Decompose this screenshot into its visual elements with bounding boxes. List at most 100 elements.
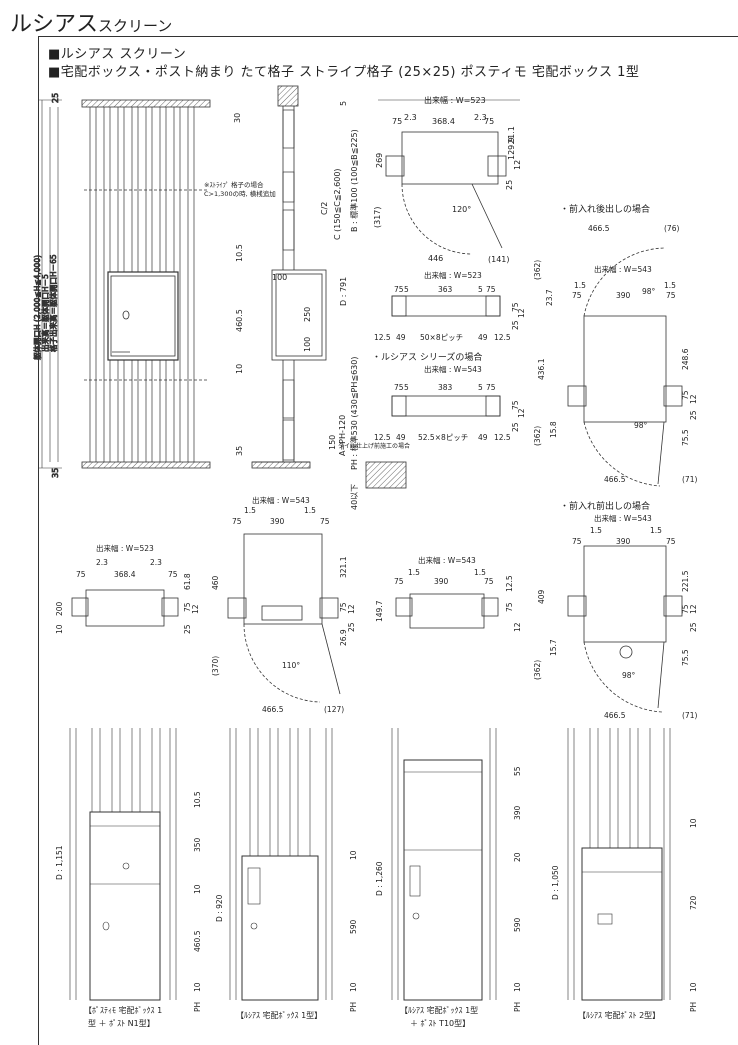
- plan-1-dims: 出来幅 : W=523 2.3 368.4 2.3 75 75 269 (317…: [373, 95, 522, 264]
- bottom-dims: D : 1,151 10.5 350 10 460.5 10 PH D : 92…: [55, 766, 698, 1012]
- sec-d10: 10: [235, 364, 244, 374]
- back-w2: 466.5: [604, 475, 626, 484]
- p3-b: 5: [404, 383, 409, 392]
- p1-c: 2.3: [474, 113, 487, 122]
- p2-w: 出来幅 : W=523: [424, 270, 482, 280]
- front-d409: 409: [537, 589, 546, 604]
- back-d71: (71): [682, 475, 697, 484]
- front-a: 1.5: [590, 526, 602, 535]
- p2-c: 363: [438, 285, 453, 294]
- back-d362b: (362): [533, 426, 542, 446]
- p4-c: 2.3: [150, 558, 162, 567]
- e1-v5: 10: [193, 982, 202, 992]
- e3-v5: 10: [513, 982, 522, 992]
- main-dim-v2: 出来高＝躯体開口H－5: [40, 274, 50, 352]
- back-d237: 23.7: [545, 289, 554, 306]
- e4-d: D : 1,050: [551, 865, 560, 900]
- p2-m: 75: [511, 302, 520, 312]
- p3-i: 49: [478, 433, 488, 442]
- sec-ph: PH : 標準530 (430≦PH≦630): [349, 357, 359, 470]
- front-d2215: 221.5: [681, 570, 690, 592]
- sec-d250: 250: [303, 307, 312, 322]
- p4-r75: 75: [168, 570, 178, 579]
- front-d12: 12: [689, 604, 698, 614]
- plan-4-dims: 出来幅 : W=523 2.3 368.4 2.3 75 75 61.8 200…: [55, 543, 200, 634]
- title-sub: スクリーン: [98, 17, 173, 35]
- main-elevation-dims: [38, 99, 62, 469]
- sec-d105: 10.5: [235, 244, 244, 262]
- back-w: 出来幅 : W=543: [594, 264, 652, 274]
- e4-ph: PH: [689, 1002, 698, 1012]
- p5-d460: 460: [211, 575, 220, 590]
- sec-dd: D : 791: [339, 277, 348, 306]
- e4-v3: 10: [689, 982, 698, 992]
- p2-j: 12.5: [494, 333, 511, 342]
- p3-k: 25: [511, 422, 520, 432]
- title-main: ルシアス: [10, 12, 99, 37]
- front-label: ・前入れ前出しの場合: [560, 500, 650, 512]
- sec-d4605: 460.5: [235, 309, 244, 332]
- p5-d269: 26.9: [339, 629, 348, 646]
- back-d25: 25: [689, 410, 698, 420]
- plan-3: [391, 395, 501, 417]
- p3-c: 383: [438, 383, 453, 392]
- back-d158: 15.8: [549, 421, 558, 438]
- p5-d12: 12: [347, 604, 356, 614]
- p4-a: 2.3: [96, 558, 108, 567]
- front-d75b: 75: [666, 537, 676, 546]
- p6-w: 出来幅 : W=543: [418, 555, 476, 565]
- p3-f: 12.5: [374, 433, 391, 442]
- sec-d150: 150: [328, 435, 337, 450]
- back-d2486: 248.6: [681, 348, 690, 370]
- front-d75: 75: [681, 604, 690, 614]
- e2-v1: 10: [349, 850, 358, 860]
- p1-d141: (141): [488, 255, 510, 264]
- plan-5: [227, 533, 341, 703]
- plan-6-dims: 出来幅 : W=543 1.5 390 1.5 75 75 149.7 12.5…: [375, 555, 522, 632]
- p1-r75: 75: [484, 117, 494, 126]
- main-dim-v1: 躯体開口H (2,000≦H≦4,000): [32, 255, 42, 360]
- p1-w446: 446: [428, 254, 443, 263]
- front-d25: 25: [689, 622, 698, 632]
- sec-tile: タイル仕上げ前施工の場合: [338, 442, 410, 450]
- sec-d100a: 100: [272, 273, 287, 282]
- p3-label: ・ルシアス シリーズの場合: [372, 351, 482, 363]
- p5-d127: (127): [324, 705, 344, 714]
- main-dim-bottom: 35: [51, 468, 60, 478]
- p5-d321: 321.1: [339, 556, 348, 578]
- p3-w: 出来幅 : W=543: [424, 364, 482, 374]
- p4-l75: 75: [76, 570, 86, 579]
- back-b: 390: [616, 291, 631, 300]
- back-c: 1.5: [664, 281, 676, 290]
- p4-d25: 25: [183, 624, 192, 634]
- front-w: 出来幅 : W=543: [594, 513, 652, 523]
- back-d75a: 75: [572, 291, 582, 300]
- back-d362: (362): [533, 260, 542, 280]
- captions: 【ﾎﾟｽﾃｨﾓ 宅配ﾎﾞｯｸｽ 1 型 ＋ ﾎﾟｽﾄ N1型】 【ﾙｼｱｽ 宅配…: [84, 1005, 660, 1028]
- p1-d317: (317): [373, 206, 382, 228]
- back-d4361: 436.1: [537, 358, 546, 380]
- p2-e: 75: [486, 285, 496, 294]
- e3-v2: 390: [513, 805, 522, 820]
- e4-v1: 10: [689, 818, 698, 828]
- e3-cap2: ＋ ﾎﾟｽﾄ T10型】: [410, 1019, 470, 1028]
- plan-2-dims: 出来幅 : W=523 75 5 363 5 75 12.5 49 50×8ピッ…: [374, 270, 526, 342]
- e3-v4: 590: [513, 917, 522, 932]
- front-c: 1.5: [650, 526, 662, 535]
- p5-w: 出来幅 : W=543: [252, 495, 310, 505]
- e2-v3: 10: [349, 982, 358, 992]
- sec-d5: 5: [339, 101, 348, 106]
- front-dims: ・前入れ前出しの場合 出来幅 : W=543 1.5 390 1.5 75 75…: [533, 500, 698, 720]
- p3-d: 5: [478, 383, 483, 392]
- back-d755: 75.5: [681, 429, 690, 446]
- p4-d75: 75: [183, 602, 192, 612]
- e3-cap1: 【ﾙｼｱｽ 宅配ﾎﾞｯｸｽ 1型: [400, 1005, 478, 1015]
- sec-d40: 40以下: [350, 484, 359, 510]
- front-d75a: 75: [572, 537, 582, 546]
- sec-note1: ※ｽﾄﾗｲﾌﾟ 格子の場合: [204, 180, 264, 189]
- p2-f: 12.5: [374, 333, 391, 342]
- p5-r75: 75: [320, 517, 330, 526]
- p1-b: 368.4: [432, 117, 455, 126]
- p3-m: 75: [511, 400, 520, 410]
